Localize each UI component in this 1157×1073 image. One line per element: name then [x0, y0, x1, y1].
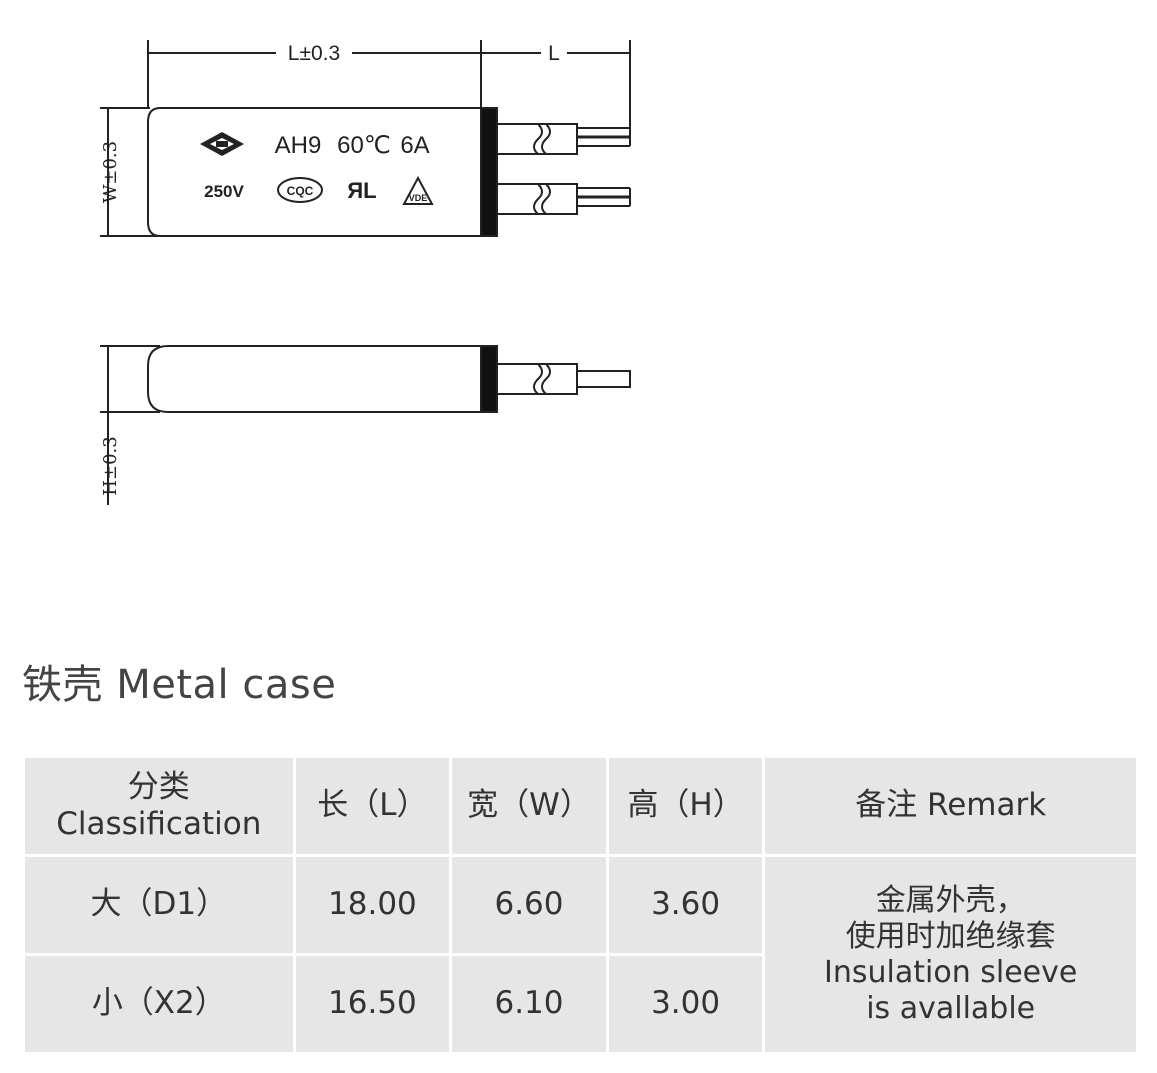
dim-width-label: W±0.3	[100, 141, 121, 203]
remark-line-4: is avallable	[866, 990, 1036, 1026]
remark-line-1: 金属外壳，	[875, 882, 1026, 918]
remark-line-3: Insulation sleeve	[824, 954, 1078, 990]
header-height: 高（H）	[608, 758, 763, 854]
section-title: 铁壳 Metal case	[22, 662, 337, 708]
ccc-mark-icon	[277, 177, 323, 203]
fuse-body-top	[147, 107, 482, 237]
dim-lead-label: L	[548, 42, 560, 65]
technical-drawing: L±0.3 L AH9 60℃ 6A 250V CQC ЯL VDE W±0.3…	[100, 40, 631, 505]
header-classification-cn: 分类	[127, 768, 190, 805]
remark-cell: 金属外壳， 使用时加绝缘套 Insulation sleeve is avall…	[765, 857, 1136, 1052]
row-width: 6.10	[452, 956, 606, 1052]
end-cap-top	[480, 107, 498, 237]
brand-logo-icon	[200, 132, 244, 156]
row-height: 3.60	[608, 857, 763, 953]
end-cap-side	[480, 345, 498, 413]
spec-table: 分类 Classification 长（L） 宽（W） 高（H） 备注 Rema…	[22, 755, 1139, 1055]
remark-line-2: 使用时加绝缘套	[845, 918, 1056, 954]
header-remark: 备注 Remark	[765, 758, 1136, 854]
table-row: 小（X2） 16.50 6.10 3.00	[25, 956, 1136, 1052]
header-classification: 分类 Classification	[25, 758, 293, 854]
header-width: 宽（W）	[452, 758, 606, 854]
row-length: 18.00	[295, 857, 450, 953]
marking-model: AH9	[275, 132, 322, 159]
fuse-body-side	[147, 345, 482, 413]
ul-mark: ЯL	[347, 178, 376, 203]
marking-temp: 60℃	[337, 132, 391, 159]
vde-mark-icon	[402, 175, 434, 205]
row-width: 6.60	[452, 857, 606, 953]
ccc-mark-text: CQC	[287, 184, 314, 198]
table-row: 大（D1） 18.00 6.60 3.60 金属外壳， 使用时加绝缘套 Insu…	[25, 857, 1136, 1052]
row-length: 16.50	[295, 956, 450, 1052]
row-class: 大（D1）	[25, 857, 293, 953]
row-class: 小（X2）	[25, 956, 293, 1052]
header-length: 长（L）	[295, 758, 450, 854]
dim-length-label: L±0.3	[288, 42, 340, 65]
table-header-row: 分类 Classification 长（L） 宽（W） 高（H） 备注 Rema…	[25, 758, 1136, 854]
header-classification-en: Classification	[56, 806, 262, 842]
vde-mark-text: VDE	[409, 193, 428, 203]
dim-height-label: H±0.3	[100, 436, 121, 495]
row-height: 3.00	[608, 956, 763, 1052]
marking-current: 6A	[400, 132, 429, 159]
marking-voltage: 250V	[204, 182, 244, 201]
